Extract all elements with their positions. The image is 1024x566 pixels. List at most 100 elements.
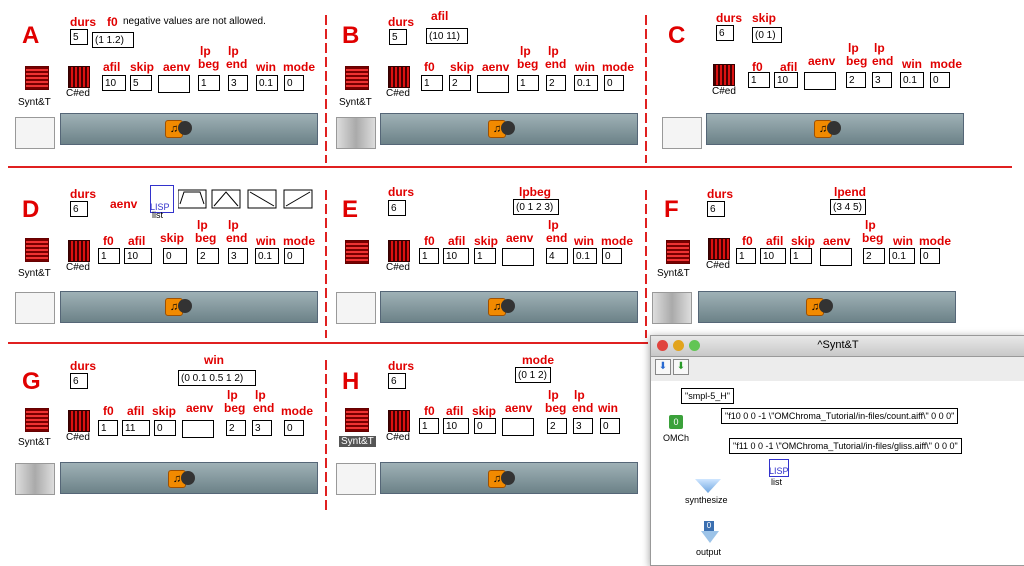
f0-value[interactable]: (1 1.2): [92, 32, 134, 48]
lpbeg-value[interactable]: 2: [226, 420, 246, 436]
win-value[interactable]: 0.1: [889, 248, 915, 264]
durs-value[interactable]: 6: [716, 25, 734, 41]
durs-value[interactable]: 5: [389, 29, 407, 45]
sound-box[interactable]: [336, 463, 376, 495]
afil-value[interactable]: 10: [443, 248, 469, 264]
durs-value[interactable]: 6: [388, 200, 406, 216]
lpend-value[interactable]: 2: [546, 75, 566, 91]
mode-value[interactable]: 0: [604, 75, 624, 91]
sound-box[interactable]: [15, 463, 55, 495]
afil-value[interactable]: 10: [102, 75, 126, 91]
skip-value[interactable]: 1: [790, 248, 812, 264]
win-value[interactable]: 0.1: [573, 248, 597, 264]
ced-icon[interactable]: [68, 240, 90, 262]
mode-value[interactable]: 0: [284, 248, 304, 264]
lpbeg-list[interactable]: (0 1 2 3): [513, 199, 559, 215]
lpbeg-value[interactable]: 1: [517, 75, 539, 91]
patch-canvas[interactable]: "smpl-5_H" "f10 0 0 -1 \"OMChroma_Tutori…: [651, 381, 1024, 565]
lisp-list-box[interactable]: [769, 459, 789, 477]
aenv-box[interactable]: [502, 418, 534, 436]
afil-value[interactable]: 11: [122, 420, 150, 436]
ced-icon[interactable]: [388, 240, 410, 262]
f0-value[interactable]: 1: [748, 72, 770, 88]
lpbeg-value[interactable]: 2: [846, 72, 866, 88]
synt-patch-window[interactable]: ^Synt&T ⬇ ⬇ "smpl-5_H" "f10 0 0 -1 \"OMC…: [650, 335, 1024, 566]
win-value[interactable]: 0.1: [256, 75, 278, 91]
synth-icon[interactable]: [345, 408, 369, 432]
lpend-list[interactable]: (3 4 5): [830, 199, 866, 215]
ced-icon[interactable]: [713, 64, 735, 86]
durs-value[interactable]: 5: [70, 29, 88, 45]
lpend-value[interactable]: 4: [546, 248, 568, 264]
afil-value[interactable]: 10: [124, 248, 152, 264]
output-arrow-button[interactable]: ⬇: [673, 359, 689, 375]
skip-value[interactable]: 0: [474, 418, 496, 434]
lpend-value[interactable]: 3: [228, 248, 248, 264]
lpbeg-value[interactable]: 1: [198, 75, 220, 91]
close-button[interactable]: [657, 340, 668, 351]
afil-list[interactable]: (10 11): [426, 28, 468, 44]
win-value[interactable]: 0.1: [574, 75, 598, 91]
aenv-box[interactable]: [804, 72, 836, 90]
afil-value[interactable]: 10: [443, 418, 469, 434]
output-icon[interactable]: [701, 531, 719, 543]
synth-icon[interactable]: [25, 66, 49, 90]
minimize-button[interactable]: [673, 340, 684, 351]
win-value[interactable]: 0.1: [900, 72, 924, 88]
synth-icon[interactable]: [345, 240, 369, 264]
afil-value[interactable]: 10: [760, 248, 786, 264]
aenv-box[interactable]: [477, 75, 509, 93]
synth-icon[interactable]: [345, 66, 369, 90]
mode-value[interactable]: 0: [602, 248, 622, 264]
durs-value[interactable]: 6: [388, 373, 406, 389]
ced-icon[interactable]: [388, 410, 410, 432]
lisp-list-box[interactable]: [150, 185, 174, 213]
durs-value[interactable]: 6: [70, 373, 88, 389]
sound-box[interactable]: [15, 117, 55, 149]
f0-value[interactable]: 1: [421, 75, 443, 91]
lpend-value[interactable]: 3: [228, 75, 248, 91]
mode-list[interactable]: (0 1 2): [515, 367, 551, 383]
skip-value[interactable]: 0: [154, 420, 176, 436]
f10-string-box[interactable]: "f10 0 0 -1 \"OMChroma_Tutorial/in-files…: [721, 408, 959, 424]
smpl-string-box[interactable]: "smpl-5_H": [681, 388, 734, 404]
durs-value[interactable]: 6: [70, 201, 88, 217]
ced-icon[interactable]: [68, 66, 90, 88]
mode-value[interactable]: 0: [930, 72, 950, 88]
mode-value[interactable]: 0: [284, 420, 304, 436]
f11-string-box[interactable]: "f11 0 0 -1 \"OMChroma_Tutorial/in-files…: [729, 438, 962, 454]
durs-value[interactable]: 6: [707, 201, 725, 217]
win-list[interactable]: (0 0.1 0.5 1 2): [178, 370, 256, 386]
mode-value[interactable]: 0: [920, 248, 940, 264]
aenv-box[interactable]: [158, 75, 190, 93]
sound-box[interactable]: [15, 292, 55, 324]
aenv-box[interactable]: [182, 420, 214, 438]
lpend-value[interactable]: 3: [872, 72, 892, 88]
win-value[interactable]: 0: [600, 418, 620, 434]
lpend-value[interactable]: 3: [252, 420, 272, 436]
ced-icon[interactable]: [388, 66, 410, 88]
skip-value[interactable]: 0: [163, 248, 187, 264]
win-value[interactable]: 0.1: [255, 248, 279, 264]
sound-box[interactable]: [336, 292, 376, 324]
aenv-box[interactable]: [502, 248, 534, 266]
ced-icon[interactable]: [708, 238, 730, 260]
synth-icon[interactable]: [25, 408, 49, 432]
mode-value[interactable]: 0: [284, 75, 304, 91]
skip-value[interactable]: 5: [130, 75, 152, 91]
f0-value[interactable]: 1: [98, 420, 118, 436]
sound-box[interactable]: [652, 292, 692, 324]
aenv-box[interactable]: [820, 248, 852, 266]
skip-value[interactable]: 2: [449, 75, 471, 91]
f0-value[interactable]: 1: [419, 248, 439, 264]
lpend-value[interactable]: 3: [573, 418, 593, 434]
skip-value[interactable]: 1: [474, 248, 496, 264]
input-arrow-button[interactable]: ⬇: [655, 359, 671, 375]
sound-box[interactable]: [662, 117, 702, 149]
synthesize-icon[interactable]: [695, 479, 721, 493]
f0-value[interactable]: 1: [736, 248, 756, 264]
synth-icon[interactable]: [25, 238, 49, 262]
f0-value[interactable]: 1: [98, 248, 120, 264]
lpbeg-value[interactable]: 2: [547, 418, 567, 434]
skip-list[interactable]: (0 1): [752, 27, 782, 43]
